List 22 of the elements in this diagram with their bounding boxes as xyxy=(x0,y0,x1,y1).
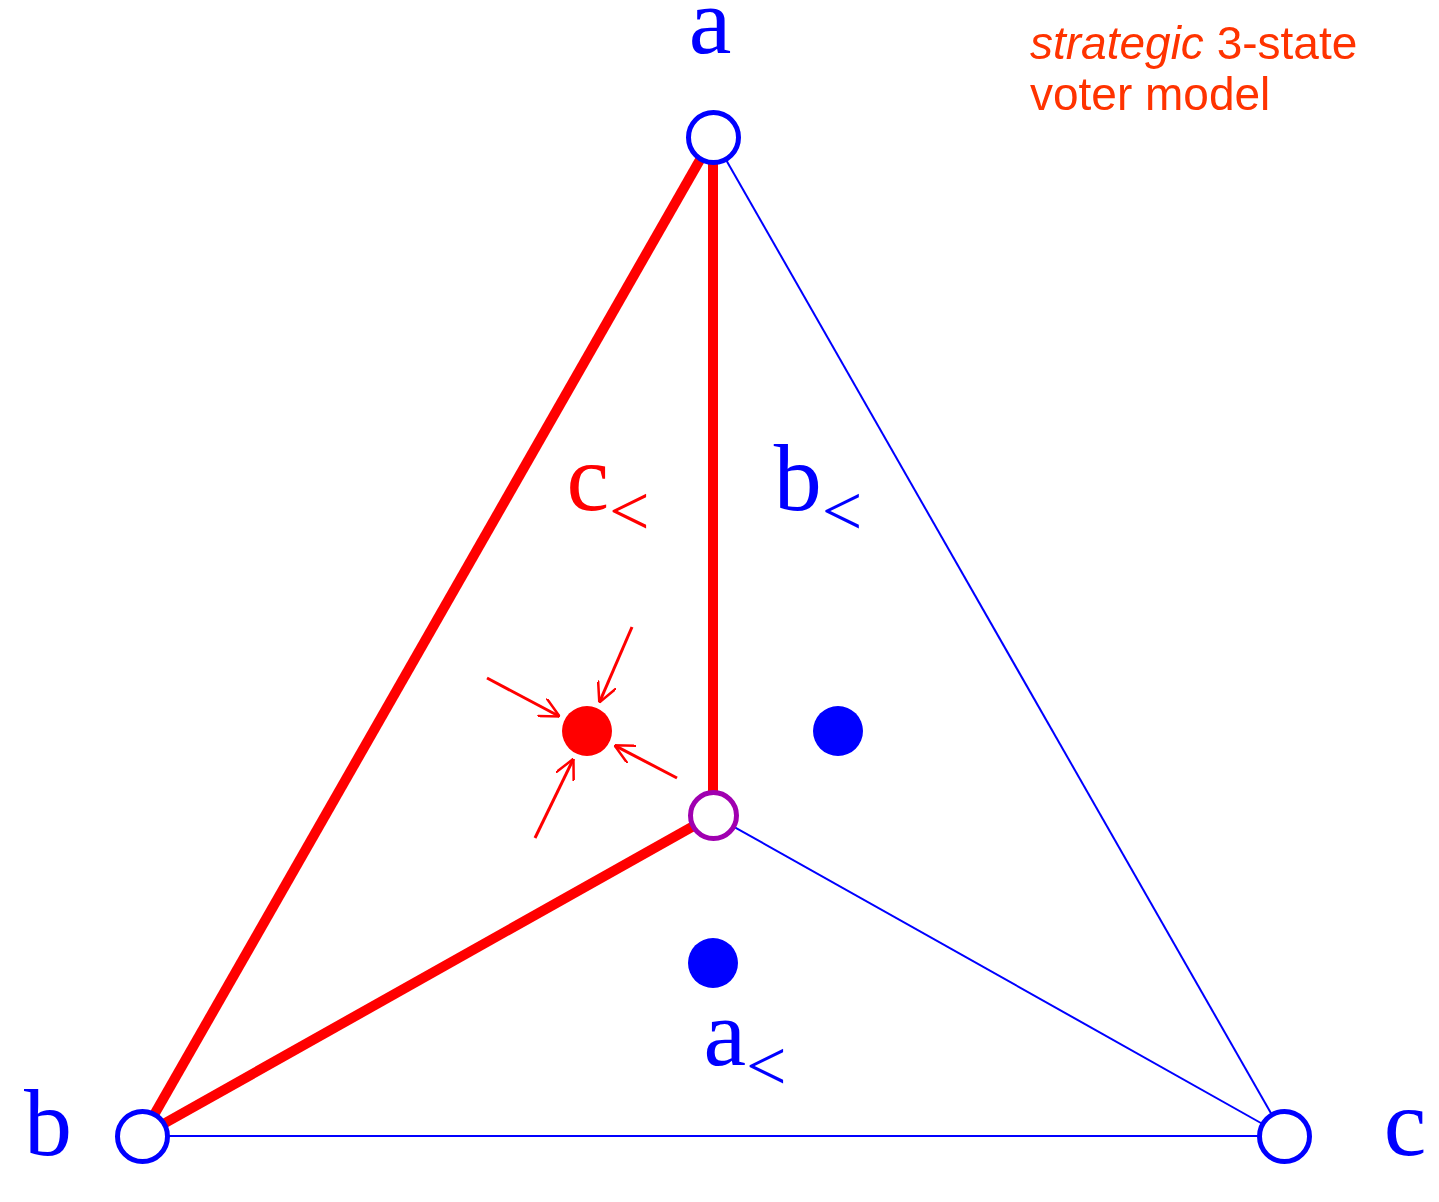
title: strategic 3-state voter model xyxy=(1030,18,1359,120)
arrow xyxy=(533,757,575,839)
vertex-label: a xyxy=(688,0,732,70)
region-label: a$_{<}$ xyxy=(703,984,787,1102)
edge-line xyxy=(150,156,705,1117)
edge-line xyxy=(732,825,1264,1125)
edge-line xyxy=(161,821,696,1129)
vertex-circle xyxy=(1256,1108,1312,1164)
center-circle xyxy=(687,789,739,841)
region-label: c$_{<}$ xyxy=(566,429,650,547)
arrow xyxy=(486,676,561,718)
arrow xyxy=(613,744,678,780)
edge-line xyxy=(708,162,718,792)
vertex-label: b xyxy=(24,1075,72,1172)
arrow xyxy=(596,626,634,704)
fixed-point-dot xyxy=(813,706,863,756)
vertex-label: c xyxy=(1383,1075,1427,1172)
fixed-point-dot xyxy=(562,706,612,756)
vertex-circle xyxy=(114,1108,170,1164)
region-label: b$_{<}$ xyxy=(773,429,863,547)
fixed-point-dot xyxy=(688,938,738,988)
vertex-circle xyxy=(685,109,741,165)
